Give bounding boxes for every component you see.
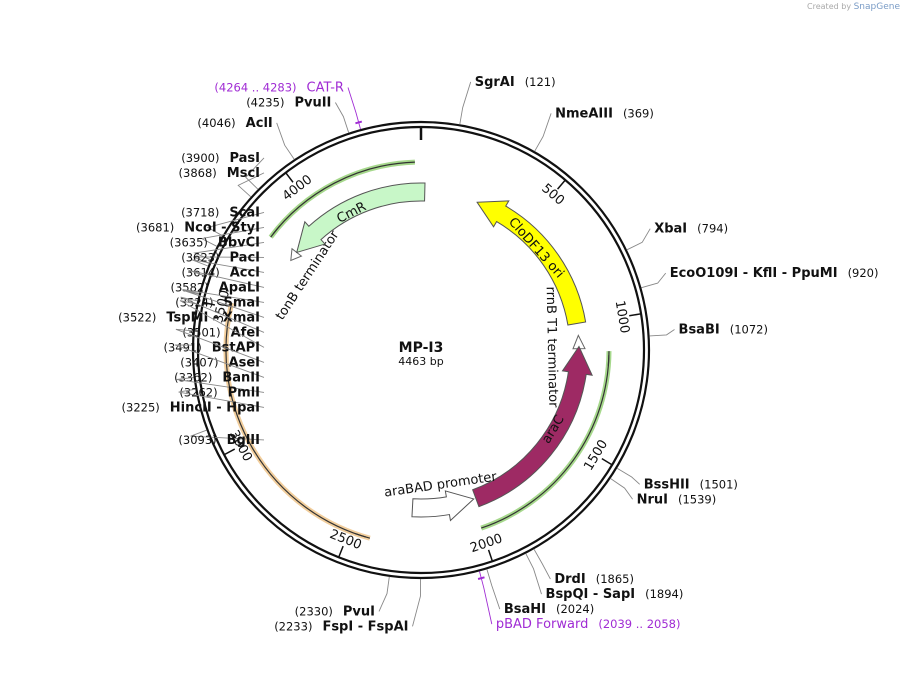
pbad-forward-primer-mark <box>477 576 485 580</box>
plasmid-size: 4463 bp <box>398 355 443 368</box>
tick-mark <box>556 179 566 190</box>
site-leader-line <box>610 478 633 500</box>
site-leader-line <box>179 300 265 348</box>
orf-arrowhead <box>355 533 367 538</box>
asei-site-label: (3407)AseI <box>180 355 260 370</box>
nmeaiii-site-label: NmeAIII(369) <box>555 106 654 121</box>
acli-site-label: (4046)AclI <box>197 116 272 131</box>
site-leader-line <box>237 172 265 198</box>
site-leader-line <box>191 259 265 273</box>
site-leader-line <box>276 122 295 160</box>
site-leader-line <box>335 102 350 133</box>
tick-mark <box>338 545 344 558</box>
site-leader-line <box>479 571 493 625</box>
orf-arrowhead <box>607 355 610 366</box>
clodf13-ori-arrow <box>476 200 587 326</box>
bsshii-site-label: BssHII(1501) <box>644 477 738 492</box>
pasi-site-label: (3900)PasI <box>181 151 260 166</box>
site-leader-line <box>534 113 552 152</box>
site-leader-line <box>641 272 667 289</box>
bbvci-site-label: (3635)BbvCI <box>170 235 260 250</box>
tick-label: 1000 <box>612 299 632 334</box>
afei-site-label: (3501)AfeI <box>182 325 260 340</box>
site-leader-line <box>176 376 265 393</box>
tick-mark <box>285 172 294 183</box>
site-leader-line <box>525 553 542 595</box>
fspi-fspai-site-label: (2233)FspI - FspAI <box>274 619 408 634</box>
site-leader-line <box>206 211 265 237</box>
site-leader-line <box>193 241 265 261</box>
pvuii-site-label: (4235)PvuII <box>246 96 331 111</box>
sgrai-site-label: SgrAI(121) <box>475 75 556 90</box>
tick-label: 2000 <box>468 531 504 556</box>
orf-line <box>481 351 610 529</box>
site-leader-line <box>347 87 361 130</box>
ecoo109i-kfli-ppumi-site-label: EcoO109I - KflI - PpuMI(920) <box>670 266 879 281</box>
restriction-sites: SgrAI(121) NmeAIII(369) XbaI(794) EcoO109I … <box>118 75 878 635</box>
bspqi-sapi-site-label: BspQI - SapI(1894) <box>546 587 684 602</box>
site-leader-line <box>193 256 265 264</box>
arac-arrow <box>472 345 593 508</box>
site-leader-line <box>616 467 641 485</box>
orf-arcs <box>223 159 612 541</box>
bglii-site-label: (3093)BglII <box>178 433 260 448</box>
scai-site-label: (3718)ScaI <box>181 205 260 220</box>
backbone-ring <box>191 120 651 580</box>
cat-r-primer-label: (4264 .. 4283)CAT-R <box>214 81 344 96</box>
site-leader-line <box>188 269 265 288</box>
hincii-hpai-site-label: (3225)HincII - HpaI <box>122 400 260 415</box>
msci-site-label: (3868)MscI <box>179 166 260 181</box>
site-leader-line <box>190 429 265 441</box>
site-leader-line <box>245 157 265 190</box>
snapgene-credit: Created by SnapGene <box>807 2 900 12</box>
plasmid-name: MP-I3 <box>399 340 444 356</box>
tick-label: 500 <box>538 181 567 208</box>
apali-site-label: (3582)ApaLI <box>170 280 260 295</box>
tick-mark <box>202 301 216 306</box>
rrnb-t1-terminator-label: rrnB T1 terminator <box>543 286 561 408</box>
bsabi-site-label: BsaBI(1072) <box>679 323 768 338</box>
site-leader-line <box>175 328 265 363</box>
site-leader-line <box>649 329 675 337</box>
xbai-site-label: XbaI(794) <box>654 222 728 237</box>
nrui-site-label: NruI(1539) <box>637 492 717 507</box>
tick-mark <box>601 458 613 466</box>
tick-mark <box>629 313 642 317</box>
site-leader-line <box>174 344 265 378</box>
site-leader-line <box>533 548 551 580</box>
bsahi-site-label: BsaHI(2024) <box>504 602 594 617</box>
acci-site-label: (3614)AccI <box>181 265 260 280</box>
tspmi-xmai-site-label: (3522)TspMI - XmaI <box>118 310 260 325</box>
orf-line <box>225 302 371 539</box>
drdi-site-label: DrdI(1865) <box>554 572 634 587</box>
arabad-promoter-arrow <box>411 490 475 522</box>
cmr-arrow <box>296 182 426 254</box>
backbone-outer <box>191 120 651 580</box>
site-leader-line <box>459 81 472 125</box>
site-leader-line <box>200 226 265 247</box>
site-leader-line <box>378 576 390 612</box>
tick-mark <box>223 448 236 456</box>
clodf13-ori-label: CloDF13 ori <box>505 215 566 282</box>
site-leader-line <box>182 288 265 303</box>
cat-r-primer-mark <box>355 120 363 125</box>
site-leader-line <box>626 228 651 251</box>
site-leader-line <box>486 569 501 610</box>
pbad-forward-primer-label: pBAD Forward(2039 .. 2058) <box>496 617 681 632</box>
pvui-site-label: (2330)PvuI <box>295 604 375 619</box>
site-leader-line <box>178 388 265 408</box>
site-leader-line <box>412 579 421 627</box>
site-leader-line <box>182 289 265 318</box>
orf-arrowhead <box>272 225 281 235</box>
pmli-site-label: (3262)PmlI <box>179 385 260 400</box>
tick-mark <box>487 549 494 562</box>
snapgene-logo: SnapGene <box>853 2 900 12</box>
ncoi-styi-site-label: (3681)NcoI - StyI <box>136 220 260 235</box>
site-leader-line <box>180 296 265 333</box>
credit-text: Created by <box>807 2 852 11</box>
orf-line <box>270 161 415 238</box>
paci-site-label: (3623)PacI <box>181 250 260 265</box>
